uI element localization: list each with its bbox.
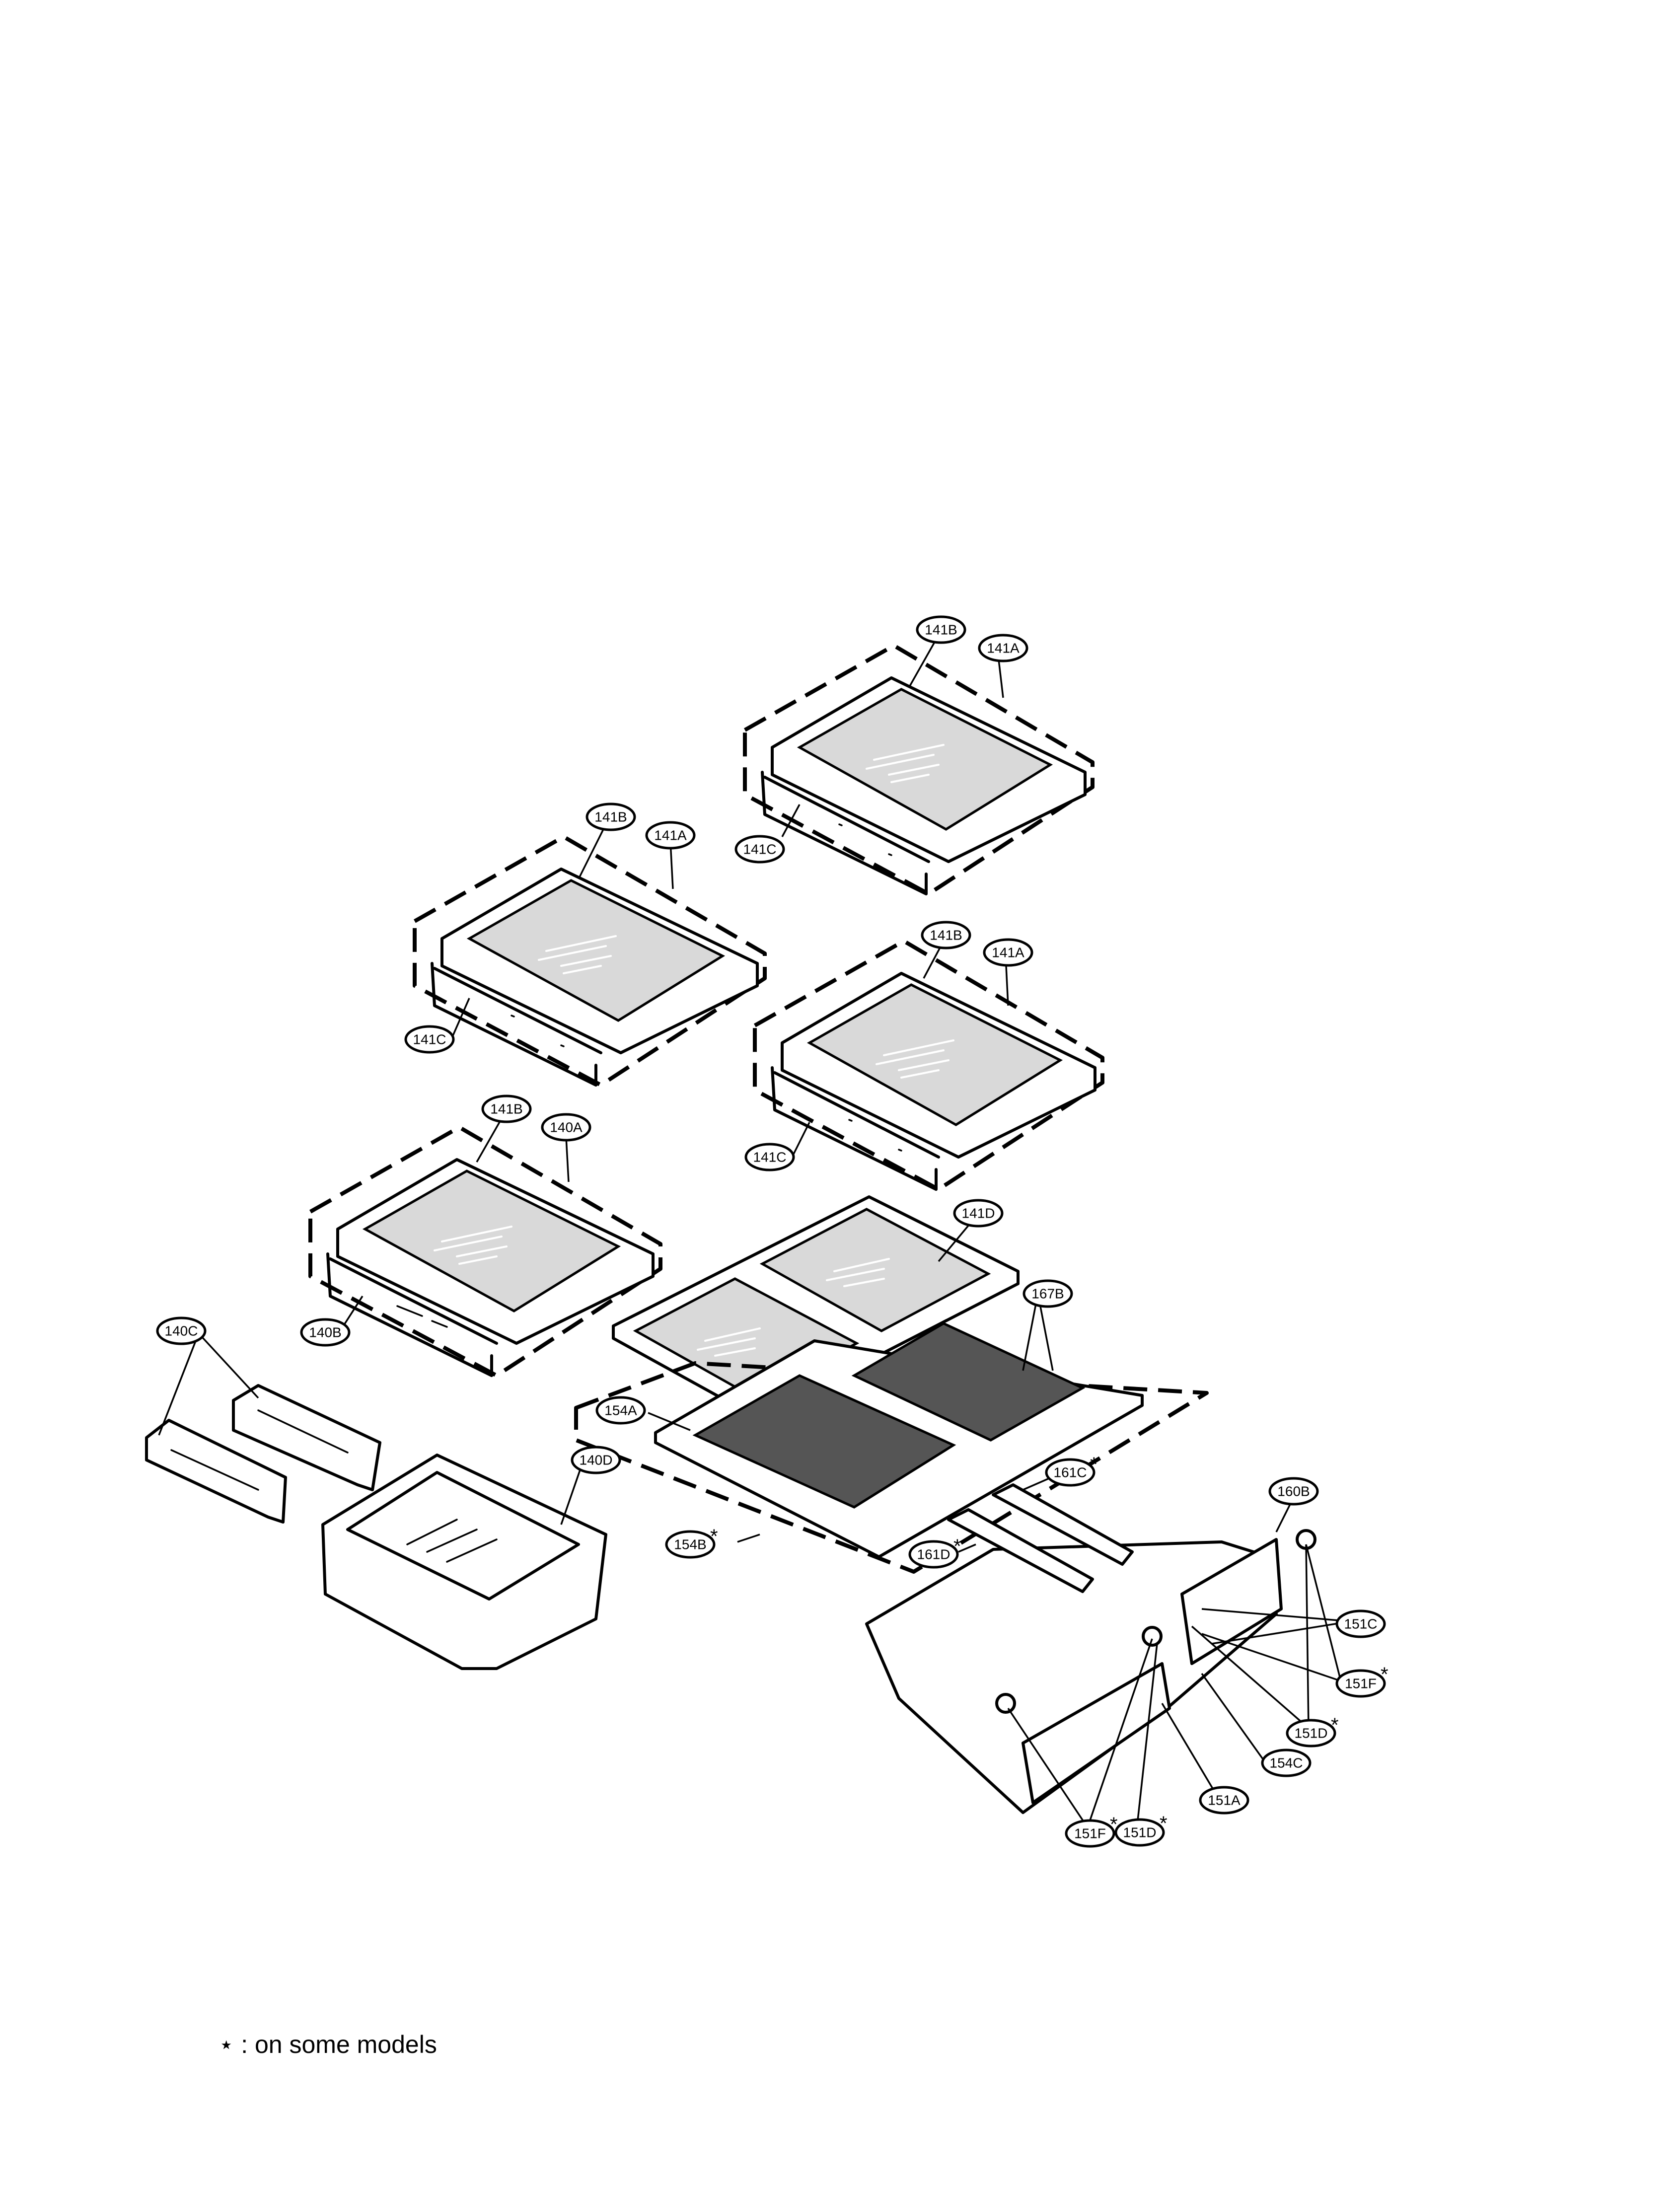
label-154B: 154B * (665, 1526, 718, 1559)
label-141B-mid-left: 141B (585, 802, 636, 831)
label-160B-text: 160B (1277, 1484, 1310, 1499)
label-151C: 151C (1335, 1609, 1386, 1638)
label-141A-mid-left-text: 141A (654, 828, 687, 843)
label-141B-lower: 141B (481, 1094, 532, 1123)
label-151F-right-text: 151F (1345, 1676, 1377, 1691)
label-161C-text: 161C (1054, 1465, 1087, 1480)
shelf-assembly-141A-middle-left (413, 835, 767, 1087)
label-141D-text: 141D (962, 1206, 995, 1221)
footnote: ⋆ : on some models (219, 2031, 437, 2058)
label-151C-text: 151C (1344, 1616, 1378, 1632)
label-161C: 161C* (1045, 1454, 1098, 1487)
asterisk-161C: * (1090, 1454, 1098, 1475)
label-161D: 161D* (908, 1535, 961, 1569)
label-151D-bottom: 151D* (1114, 1813, 1168, 1847)
label-151D-bottom-text: 151D (1123, 1825, 1157, 1840)
label-151A-text: 151A (1208, 1793, 1241, 1808)
drawer-140D (321, 1454, 607, 1670)
label-154B-text: 154B (674, 1537, 706, 1552)
shelf-assembly-141A-top (743, 644, 1095, 896)
label-167B-text: 167B (1031, 1286, 1064, 1302)
label-167B: 167B (1023, 1279, 1073, 1308)
asterisk-151D-right: * (1331, 1714, 1339, 1736)
label-141B-mid-left-text: 141B (594, 809, 627, 825)
label-141A-mid-right: 141A (983, 938, 1033, 967)
label-151F-right: 151F * (1335, 1664, 1388, 1698)
slide-rails-161 (947, 1483, 1134, 1593)
label-140D-text: 140D (580, 1453, 613, 1468)
label-141B-lower-text: 141B (490, 1101, 522, 1117)
crisper-drawers-151A (865, 1529, 1316, 1814)
label-141C-top-text: 141C (743, 842, 777, 857)
label-151D-right-text: 151D (1295, 1726, 1328, 1741)
label-141A-mid-left: 141A (645, 821, 696, 850)
shelf-assembly-140A (308, 1125, 662, 1378)
asterisk-151D-bottom: * (1160, 1813, 1168, 1834)
label-140C-text: 140C (165, 1323, 198, 1339)
part-labels: 141B 141A 141C 141B 141A 141C 141B 141A … (156, 615, 1388, 1848)
label-140A: 140A (541, 1113, 591, 1142)
asterisk-154B: * (710, 1526, 718, 1547)
label-141B-mid-right-text: 141B (930, 928, 962, 943)
label-141A-mid-right-text: 141A (992, 945, 1024, 960)
label-141B-top-text: 141B (925, 622, 957, 638)
label-140B-text: 140B (309, 1325, 341, 1340)
label-151F-bottom: 151F* (1065, 1814, 1118, 1848)
label-141C-mid-left: 141C (404, 1025, 455, 1054)
shelf-assembly-141A-middle-right (753, 939, 1104, 1191)
label-160B: 160B (1268, 1477, 1319, 1506)
label-154A-text: 154A (604, 1403, 637, 1418)
label-141B-top: 141B (916, 615, 966, 644)
label-154C-text: 154C (1270, 1755, 1303, 1771)
label-141A-top: 141A (978, 634, 1028, 662)
label-141C-mid-left-text: 141C (413, 1032, 446, 1047)
asterisk-161D: * (953, 1535, 961, 1557)
label-141C-mid-right-text: 141C (753, 1150, 787, 1165)
label-141D: 141D (953, 1199, 1004, 1228)
label-154A: 154A (595, 1396, 646, 1425)
label-140A-text: 140A (550, 1120, 583, 1135)
label-151F-bottom-text: 151F (1074, 1826, 1106, 1841)
label-154C: 154C (1261, 1749, 1312, 1777)
label-151A: 151A (1199, 1786, 1249, 1815)
label-141C-mid-right: 141C (744, 1143, 795, 1171)
label-140D: 140D (571, 1446, 621, 1474)
label-141B-mid-right: 141B (921, 921, 971, 949)
label-161D-text: 161D (917, 1547, 950, 1562)
rail-140C (145, 1384, 381, 1524)
label-140C: 140C (156, 1316, 207, 1345)
label-151D-right: 151D* (1286, 1714, 1339, 1748)
label-141C-top: 141C (734, 835, 785, 864)
label-141A-top-text: 141A (987, 641, 1020, 656)
asterisk-151F-right: * (1381, 1664, 1388, 1685)
label-140B: 140B (300, 1318, 351, 1347)
